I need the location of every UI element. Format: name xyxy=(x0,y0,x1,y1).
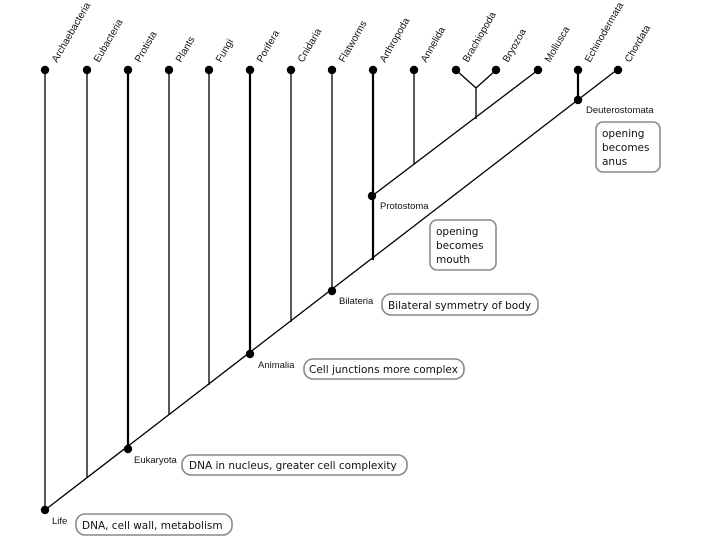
tip-dot-porifera xyxy=(245,65,255,75)
tip-dot-bryozoa xyxy=(491,65,501,75)
taxon-label-flatworms: Flatworms xyxy=(337,19,370,64)
taxon-label-cnidaria: Cnidaria xyxy=(296,26,324,64)
taxon-label-echinodermata: Echinodermata xyxy=(583,0,626,64)
taxon-label-protista: Protista xyxy=(133,29,160,64)
node-label-life: Life xyxy=(52,516,67,527)
taxon-label-porifera: Porifera xyxy=(255,28,282,64)
trait-box-life: DNA, cell wall, metabolism xyxy=(75,513,233,536)
trait-text-deuterostomata-line3: anus xyxy=(602,156,627,168)
trait-text-protostoma-line1: opening xyxy=(436,226,478,238)
node-label-animalia: Animalia xyxy=(258,360,295,371)
node-dot-life xyxy=(40,505,50,515)
node-label-protostoma: Protostoma xyxy=(380,201,429,212)
tip-dot-annelida xyxy=(409,65,419,75)
trait-box-deuterostomata: opening becomes anus xyxy=(595,121,661,173)
node-label-eukaryota: Eukaryota xyxy=(134,455,177,466)
trait-text-deuterostomata-line1: opening xyxy=(602,128,644,140)
tip-dot-echinodermata xyxy=(573,65,583,75)
node-dot-animalia xyxy=(245,349,255,359)
taxon-label-fungi: Fungi xyxy=(214,37,236,64)
taxon-label-archaebacteria: Archaebacteria xyxy=(50,0,93,64)
branch-bryozoa xyxy=(475,69,497,89)
tip-dot-flatworms xyxy=(327,65,337,75)
taxon-label-bryozoa: Bryozoa xyxy=(501,27,529,65)
taxon-label-eubacteria: Eubacteria xyxy=(92,17,126,64)
trait-text-deuterostomata-line2: becomes xyxy=(602,142,649,154)
trait-box-protostoma: opening becomes mouth xyxy=(429,219,497,271)
tip-dot-eubacteria xyxy=(82,65,92,75)
tip-dot-cnidaria xyxy=(286,65,296,75)
tip-dot-arthropoda xyxy=(368,65,378,75)
tip-dot-chordata xyxy=(613,65,623,75)
tip-dot-plants xyxy=(164,65,174,75)
node-label-bilateria: Bilateria xyxy=(339,296,374,307)
taxon-label-plants: Plants xyxy=(174,35,197,65)
trait-text-protostoma-line2: becomes xyxy=(436,240,483,252)
trait-text-animalia: Cell junctions more complex xyxy=(309,364,458,376)
trait-text-life: DNA, cell wall, metabolism xyxy=(82,520,223,532)
node-dot-bilateria xyxy=(327,286,337,296)
tip-dot-brachiopoda xyxy=(451,65,461,75)
node-dot-eukaryota xyxy=(123,444,133,454)
protostome-spine xyxy=(371,69,539,197)
tip-dot-fungi xyxy=(204,65,214,75)
trait-box-animalia: Cell junctions more complex xyxy=(303,358,465,380)
trait-text-eukaryota: DNA in nucleus, greater cell complexity xyxy=(189,460,397,472)
trait-box-eukaryota: DNA in nucleus, greater cell complexity xyxy=(181,454,408,476)
taxon-label-annelida: Annelida xyxy=(419,25,448,65)
node-label-deuterostomata: Deuterostomata xyxy=(586,105,654,116)
branch-brachiopoda xyxy=(455,69,477,89)
taxon-label-brachiopoda: Brachiopoda xyxy=(461,10,499,65)
trait-box-bilateria: Bilateral symmetry of body xyxy=(381,293,539,316)
tip-dot-mollusca xyxy=(533,65,543,75)
node-dot-deuterostomata xyxy=(573,95,583,105)
tip-dot-archaebacteria xyxy=(40,65,50,75)
taxon-label-arthropoda: Arthropoda xyxy=(378,16,412,65)
taxon-label-chordata: Chordata xyxy=(623,23,653,65)
node-dot-protostoma xyxy=(367,191,377,201)
trait-text-bilateria: Bilateral symmetry of body xyxy=(388,300,531,312)
taxon-label-mollusca: Mollusca xyxy=(543,24,572,64)
trait-text-protostoma-line3: mouth xyxy=(436,254,470,266)
tip-dot-protista xyxy=(123,65,133,75)
